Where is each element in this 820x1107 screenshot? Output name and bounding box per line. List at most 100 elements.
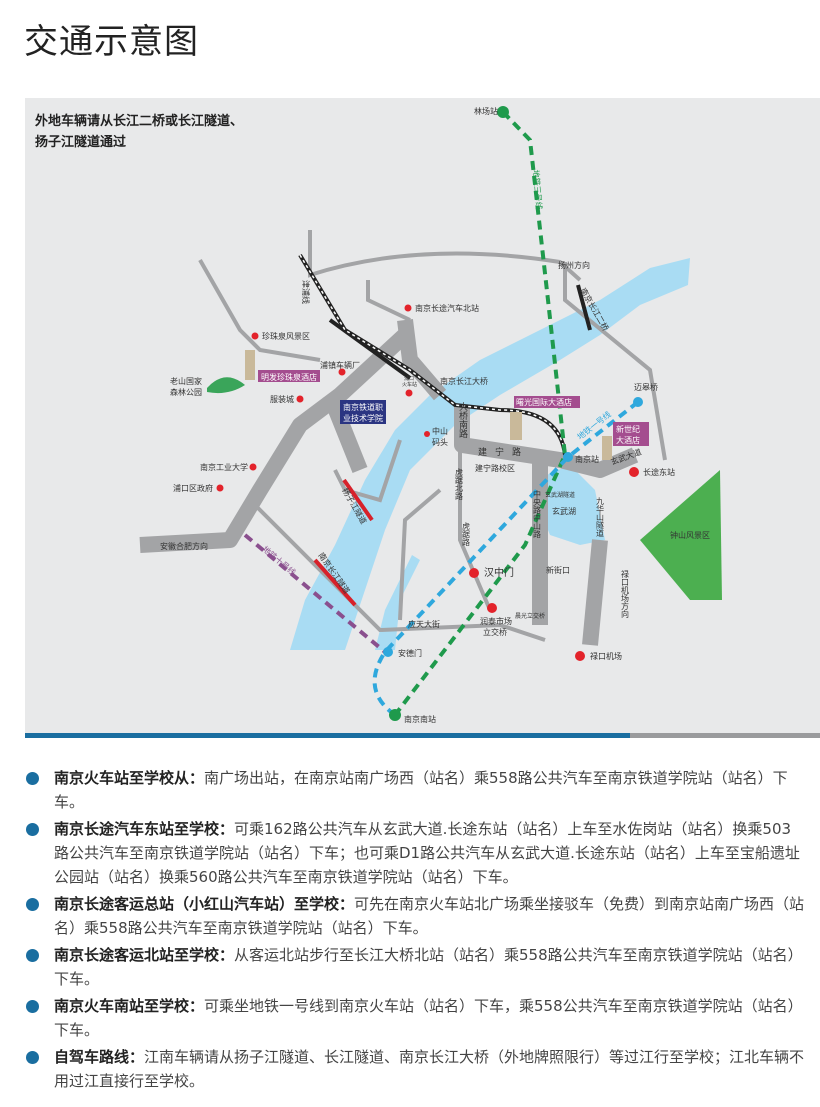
bullet-icon — [26, 823, 39, 836]
minor-roads — [198, 230, 667, 642]
label-andemen: 安德门 — [398, 648, 422, 658]
label-south-station: 南京南站 — [404, 714, 436, 724]
mountain-icon — [207, 377, 245, 394]
label-hanzhongmen: 汉中门 — [484, 566, 514, 579]
label-zhenzhuquan: 珍珠泉风景区 — [262, 331, 310, 341]
bullet-icon — [26, 772, 39, 785]
hotel-mingfa: 明发珍珠泉酒店 — [261, 372, 317, 382]
divider-blue — [25, 733, 630, 738]
route-item: 南京长途汽车东站至学校：可乘162路公共汽车从玄武大道.长途东站（站名）上车至水… — [26, 817, 806, 889]
label-xinjiekou: 新街口 — [546, 565, 570, 575]
bullet-icon — [26, 898, 39, 911]
label-pukou-gov: 浦口区政府 — [173, 483, 213, 493]
hotel-shuguang: 曙光国际大酒店 — [516, 397, 572, 407]
page-title: 交通示意图 — [24, 22, 199, 62]
zhongshan-park — [640, 470, 722, 600]
river-branch — [375, 555, 420, 650]
label-runtai-2: 立交桥 — [483, 627, 507, 637]
label-zhongyang: 中央路中山路 — [533, 489, 542, 538]
label-jianning-road: 建宁路 — [478, 446, 529, 458]
label-hefei: 安徽合肥方向 — [160, 541, 208, 551]
label-wharf-1: 中山 — [432, 426, 448, 436]
route-item: 南京长途客运北站至学校：从客运北站步行至长江大桥北站（站名）乘558路公共汽车至… — [26, 943, 806, 991]
station-andemen — [383, 647, 393, 657]
label-pukou-station-1: 浦口 — [404, 375, 414, 382]
poi-markers — [216, 304, 639, 661]
label-pukou-station-2: 火车站 — [402, 381, 417, 388]
building-icon — [245, 350, 255, 380]
metro-line-3 — [393, 110, 568, 717]
route-heading: 自驾车路线： — [54, 1048, 145, 1066]
bullet-icon — [26, 949, 39, 962]
school-name-1: 南京铁道职 — [343, 402, 383, 412]
building-icon — [602, 436, 612, 460]
major-roads — [139, 319, 639, 646]
route-item: 南京长途客运总站（小红山汽车站）至学校：可先在南京火车站北广场乘坐接驳车（免费）… — [26, 892, 806, 940]
notice-line-2: 扬子江隧道通过 — [35, 134, 126, 150]
label-jiuhuashan: 九华山隧道 — [596, 497, 605, 538]
label-puzhen: 浦镇车辆厂 — [320, 360, 360, 370]
route-text: 可先在南京火车站北广场乘坐接驳车（免费）到南京站南广场西（站名）乘558路公共汽… — [54, 895, 805, 937]
label-fuzhuang: 服装城 — [270, 394, 294, 404]
hotel-box — [514, 396, 580, 408]
label-lukou: 禄口机场 — [590, 651, 622, 661]
station-maigaoqiao — [633, 397, 643, 407]
route-heading: 南京火车南站至学校： — [54, 997, 205, 1015]
label-chenguang: 晨光立交桥 — [515, 612, 545, 620]
xuanwu-lake — [535, 465, 605, 545]
label-laoshan-1: 老山国家 — [170, 376, 202, 386]
route-item: 南京火车站至学校从：南广场出站，在南京站南广场西（站名）乘558路公共汽车至南京… — [26, 766, 806, 814]
label-huju-north: 虎踞北路 — [455, 467, 464, 500]
bullet-icon — [26, 1051, 39, 1064]
route-text: 可乘162路公共汽车从玄武大道.长途东站（站名）上车至水佐岗站（站名）换乘503… — [54, 820, 800, 886]
route-heading: 南京长途客运总站（小红山汽车站）至学校： — [54, 895, 355, 913]
hotel-xinshiji-1: 新世纪 — [616, 424, 640, 434]
traffic-map: 外地车辆请从长江二桥或长江隧道、 扬子江隧道通过 林场站 地铁三号线 扬州方向 … — [25, 98, 820, 738]
school-box — [340, 400, 386, 424]
label-east-bus: 长途东站 — [643, 467, 675, 477]
label-xuanwu-lake: 玄武湖 — [552, 506, 576, 516]
label-daqiao-road: 大桥南路 — [457, 401, 468, 439]
school-name-2: 业技术学院 — [343, 413, 383, 423]
label-linchang: 林场站 — [474, 106, 498, 116]
label-maigaoqiao: 迈皋桥 — [634, 382, 658, 392]
route-text: 江南车辆请从扬子江隧道、长江隧道、南京长江大桥（外地牌照限行）等过江行至学校；江… — [54, 1048, 805, 1090]
divider-grey — [630, 733, 820, 738]
changjiang-tunnel — [313, 558, 357, 607]
route-item: 南京火车南站至学校：可乘坐地铁一号线到南京火车站（站名）下车，乘558公共汽车至… — [26, 994, 806, 1042]
label-north-bus: 南京长途汽车北站 — [415, 303, 479, 313]
label-runtai-1: 润泰市场 — [480, 616, 512, 626]
hotel-box — [258, 370, 320, 382]
label-jinpu: 津浦线 — [301, 280, 311, 304]
route-list: 南京火车站至学校从：南广场出站，在南京站南广场西（站名）乘558路公共汽车至南京… — [26, 766, 806, 1096]
route-item: 自驾车路线：江南车辆请从扬子江隧道、长江隧道、南京长江大桥（外地牌照限行）等过江… — [26, 1045, 806, 1093]
label-huju: 虎踞路 — [462, 521, 471, 546]
station-south — [389, 709, 401, 721]
label-yingtian: 应天大街 — [408, 619, 440, 629]
yangtze-river — [290, 258, 690, 650]
label-bridge: 南京长江大桥 — [440, 376, 488, 386]
route-heading: 南京长途汽车东站至学校： — [54, 820, 235, 838]
label-wharf-2: 码头 — [432, 437, 448, 447]
label-lukou-dir: 禄口机场方向 — [621, 570, 630, 618]
metro-line-10 — [243, 533, 387, 654]
station-nanjing — [563, 452, 573, 462]
label-yangzhou: 扬州方向 — [558, 260, 590, 270]
hotel-box — [613, 422, 649, 446]
route-text: 可乘坐地铁一号线到南京火车站（站名）下车，乘558公共汽车至南京铁道学院站（站名… — [54, 997, 803, 1039]
label-jianning-campus: 建宁路校区 — [475, 463, 515, 473]
label-xuanwu-tunnel: 玄武湖隧道 — [545, 491, 575, 499]
hotel-xinshiji-2: 大酒店 — [616, 435, 640, 445]
route-heading: 南京长途客运北站至学校： — [54, 946, 235, 964]
route-text: 南广场出站，在南京站南广场西（站名）乘558路公共汽车至南京铁道学院站（站名）下… — [54, 769, 788, 811]
label-zhongshan-scenic: 钟山风景区 — [670, 530, 710, 540]
yangzijiang-tunnel — [342, 478, 374, 522]
label-nanjing-station: 南京站 — [575, 454, 599, 464]
label-njtech: 南京工业大学 — [200, 462, 248, 472]
bullet-icon — [26, 1000, 39, 1013]
route-text: 从客运北站步行至长江大桥北站（站名）乘558路公共汽车至南京铁道学院站（站名）下… — [54, 946, 803, 988]
station-linchang — [497, 106, 509, 118]
label-line3: 地铁三号线 — [531, 169, 544, 210]
label-laoshan-2: 森林公园 — [170, 387, 202, 397]
notice-line-1: 外地车辆请从长江二桥或长江隧道、 — [34, 113, 243, 129]
